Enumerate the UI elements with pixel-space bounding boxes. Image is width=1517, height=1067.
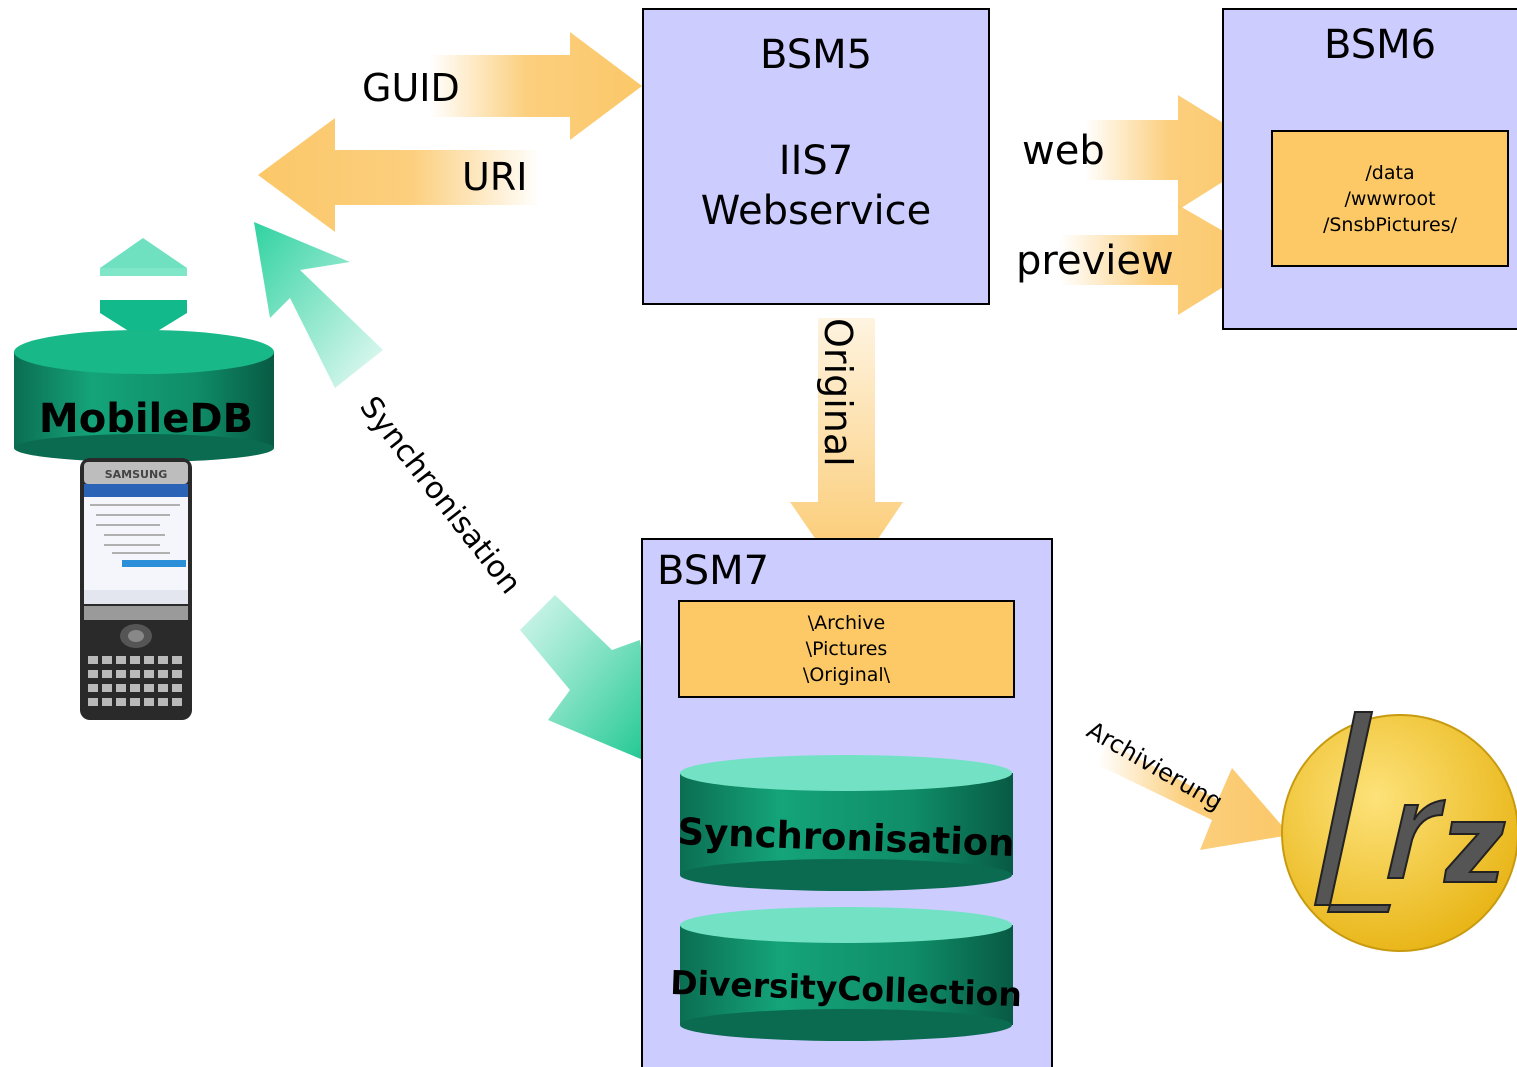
bsm5-title: BSM5 xyxy=(759,32,873,78)
mobiledb-down-arrow xyxy=(100,313,187,340)
bsm5-line2: Webservice xyxy=(700,188,932,234)
mobiledb-up-arrow xyxy=(100,238,187,268)
folder-line: \Pictures xyxy=(805,638,888,660)
bsm7-title: BSM7 xyxy=(657,548,770,594)
guid-arrow xyxy=(430,32,642,140)
folder-line: \Original\ xyxy=(802,664,891,686)
uri-label: URI xyxy=(462,155,528,199)
web-label: web xyxy=(1022,128,1105,174)
folder-line: /data xyxy=(1365,161,1415,184)
folder-line: /wwwroot xyxy=(1344,187,1436,210)
folder-line: \Archive xyxy=(807,612,886,634)
bsm5-server: BSM5 IIS7 Webservice xyxy=(642,8,990,305)
archivierung-arrow xyxy=(1098,742,1290,850)
mobiledb-cylinder xyxy=(14,330,274,462)
original-arrow xyxy=(790,318,903,585)
preview-label: preview xyxy=(1016,238,1174,284)
bsm6-title: BSM6 xyxy=(1324,22,1437,68)
bsm5-line1: IIS7 xyxy=(778,138,854,184)
bsm6-folder-path: /data /wwwroot /SnsbPictures/ xyxy=(1271,130,1509,267)
lrz-logo xyxy=(1281,711,1517,952)
folder-line: /SnsbPictures/ xyxy=(1322,213,1458,236)
bsm7-folder-path: \Archive \Pictures \Original\ xyxy=(678,600,1015,698)
phone-device: SAMSUNG xyxy=(80,458,192,720)
mobiledb-up-stem xyxy=(100,268,187,276)
uri-arrow xyxy=(258,118,540,232)
original-label: Original xyxy=(816,318,860,467)
sync-up-arrow xyxy=(254,222,383,388)
mobiledb-down-stem xyxy=(100,300,187,313)
phone-brand: SAMSUNG xyxy=(105,468,167,481)
preview-arrow xyxy=(1060,205,1270,315)
sync-down-arrow xyxy=(520,595,655,765)
guid-label: GUID xyxy=(362,66,460,110)
